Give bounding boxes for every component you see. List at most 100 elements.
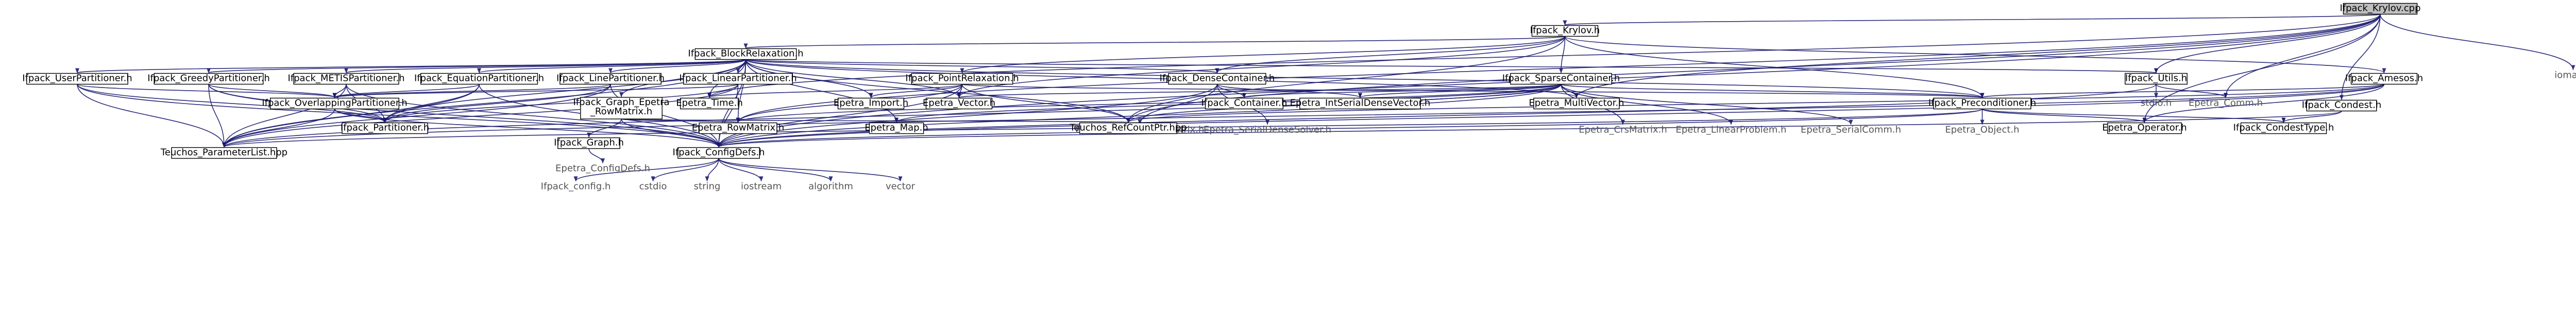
edge-overlap_part-to-ifpack_configdefs xyxy=(334,109,721,148)
edge-sparse_cont-to-ifpack_precond xyxy=(1561,83,1984,98)
edge-ifpack_precond-to-epetra_operator xyxy=(1981,108,2147,123)
edge-amesos-to-epetra_operator xyxy=(2142,84,2385,123)
node-overlap-part[interactable]: Ifpack_OverlappingPartitioner.h xyxy=(262,97,408,110)
node-algorithm[interactable]: algorithm xyxy=(808,181,853,193)
node-label: Epetra_Object.h xyxy=(1945,125,2019,135)
edges-layer xyxy=(75,13,2575,182)
node-root[interactable]: Ifpack_Krylov.cpp xyxy=(2340,3,2421,15)
edge-amesos-to-ifpack_precond xyxy=(1980,83,2385,98)
node-condest[interactable]: Ifpack_Condest.h xyxy=(2302,100,2381,112)
node-box xyxy=(925,97,993,110)
node-box xyxy=(1933,97,2031,110)
node-ifpack-configdefs[interactable]: Ifpack_ConfigDefs.h xyxy=(673,147,765,159)
edge-ifpack_configdefs-to-ifpack_config xyxy=(573,158,719,182)
node-epetra-configdefs[interactable]: Epetra_ConfigDefs.h xyxy=(555,163,650,175)
edge-krylov_h-to-point_relax xyxy=(960,36,1566,74)
node-box xyxy=(26,73,128,85)
node-epetra-comm[interactable]: Epetra_Comm.h xyxy=(2189,98,2263,109)
node-box xyxy=(557,137,620,149)
node-string[interactable]: string xyxy=(692,181,723,193)
node-epetra-operator[interactable]: Epetra_Operator.h xyxy=(2102,123,2187,134)
node-greedy-part[interactable]: Ifpack_GreedyPartitioner.h xyxy=(147,73,270,85)
edge-ifpack_configdefs-to-iostream xyxy=(718,158,764,182)
node-cstdio[interactable]: cstdio xyxy=(638,181,669,193)
node-box xyxy=(2107,122,2182,134)
node-block-relax[interactable]: Ifpack_BlockRelaxation.h xyxy=(688,48,804,60)
node-ifpack-partitioner[interactable]: Ifpack_Partitioner.h xyxy=(341,123,429,134)
edge-root-to-krylov_h xyxy=(1563,13,2381,26)
edge-equation_part-to-overlap_part xyxy=(332,83,480,98)
node-epetra-rowmatrix[interactable]: Epetra_RowMatrix.h xyxy=(692,123,785,134)
node-linear-part[interactable]: Ifpack_LinearPartitioner.h xyxy=(679,73,797,85)
node-dense-cont[interactable]: Ifpack_DenseContainer.h xyxy=(1160,73,1275,85)
node-label: Ifpack_PointRelaxation.h xyxy=(905,73,1019,84)
node-box xyxy=(270,97,400,110)
node-graph-epetra[interactable]: Ifpack_Graph_Epetra_RowMatrix.h xyxy=(573,97,670,119)
node-epetra-map[interactable]: Epetra_Map.h xyxy=(865,123,928,134)
node-condest-type[interactable]: Ifpack_CondestType.h xyxy=(2233,123,2334,134)
node-sparse-cont[interactable]: Ifpack_SparseContainer.h xyxy=(1502,73,1620,85)
edge-root-to-epetra_comm xyxy=(2224,14,2381,98)
node-label: algorithm xyxy=(808,181,853,192)
node-metis-part[interactable]: Ifpack_METISPartitioner.h xyxy=(287,73,405,85)
node-label: Ifpack_GreedyPartitioner.h xyxy=(147,73,270,84)
node-line-part[interactable]: Ifpack_LinePartitioner.h xyxy=(556,73,665,85)
node-box xyxy=(2125,73,2188,85)
node-epetra-multivector[interactable]: Epetra_MultiVector.h xyxy=(1529,98,1624,110)
node-label: Ifpack_METISPartitioner.h xyxy=(287,73,404,84)
node-label: Ifpack_SparseContainer.h xyxy=(1502,73,1620,84)
edge-ifpack_configdefs-to-string xyxy=(705,158,719,182)
node-box xyxy=(2343,3,2418,15)
node-teuchos-rcp[interactable]: Teuchos_RefCountPtr.hpp xyxy=(1069,123,1187,134)
node-epetra-crsmatrix[interactable]: Epetra_CrsMatrix.h xyxy=(1579,125,1667,136)
node-epetra-object[interactable]: Epetra_Object.h xyxy=(1945,125,2019,136)
edge-block_relax-to-user_part xyxy=(75,59,747,74)
node-box xyxy=(680,97,739,110)
node-iomanip[interactable]: iomanip xyxy=(2554,70,2576,81)
node-epetra-serialcomm[interactable]: Epetra_SerialComm.h xyxy=(1801,125,1901,136)
node-iostream[interactable]: iostream xyxy=(741,181,782,193)
edge-condest-to-condest_type xyxy=(2281,110,2342,123)
node-box xyxy=(171,147,277,159)
node-box xyxy=(1531,25,1599,37)
node-epetra-time[interactable]: Epetra_Time.h xyxy=(676,97,743,110)
node-box xyxy=(694,48,797,60)
node-vector[interactable]: vector xyxy=(885,181,916,193)
node-label: Ifpack_Graph_Epetra xyxy=(573,97,670,108)
node-label: Epetra_Import.h xyxy=(834,98,908,109)
node-label: iomanip xyxy=(2554,70,2576,81)
edge-krylov_h-to-amesos xyxy=(1564,36,2386,74)
node-epetra-linearproblem[interactable]: Epetra_LinearProblem.h xyxy=(1675,125,1786,136)
edge-block_relax-to-equation_part xyxy=(477,59,747,74)
edge-block_relax-to-dense_cont xyxy=(745,59,1219,74)
node-ifpack-precond[interactable]: Ifpack_Preconditioner.h xyxy=(1928,97,2036,110)
node-utils[interactable]: Ifpack_Utils.h xyxy=(2125,73,2188,85)
edge-sparse_cont-to-epetra_vector xyxy=(957,83,1562,98)
node-ifpack-graph[interactable]: Ifpack_Graph.h xyxy=(554,138,624,149)
node-label: Epetra_Time.h xyxy=(676,98,743,109)
node-epetra-serialdense-solver[interactable]: Epetra_SerialDenseSolver.h xyxy=(1204,125,1331,136)
node-box xyxy=(154,73,264,85)
edge-krylov_h-to-block_relax xyxy=(744,36,1566,49)
node-epetra-intserial[interactable]: Epetra_IntSerialDenseVector.h xyxy=(1290,98,1431,110)
node-point-relax[interactable]: Ifpack_PointRelaxation.h xyxy=(905,73,1019,85)
node-label: Epetra_SerialComm.h xyxy=(1801,125,1901,135)
node-equation-part[interactable]: Ifpack_EquationPartitioner.h xyxy=(414,73,544,85)
node-label: Epetra_IntSerialDenseVector.h xyxy=(1290,98,1431,109)
edge-user_part-to-teuchos_param xyxy=(77,84,226,148)
node-ifpack-config[interactable]: Ifpack_config.h xyxy=(541,181,611,193)
node-box xyxy=(560,73,662,85)
node-label: Epetra_SerialDenseSolver.h xyxy=(1204,125,1331,135)
node-box xyxy=(420,73,538,85)
node-amesos[interactable]: Ifpack_Amesos.h xyxy=(2345,73,2423,85)
node-user-part[interactable]: Ifpack_UserPartitioner.h xyxy=(22,73,132,85)
node-ifpack-container[interactable]: Ifpack_Container.h xyxy=(1201,98,1287,110)
edge-sparse_cont-to-teuchos_param xyxy=(222,83,1562,148)
node-epetra-vector[interactable]: Epetra_Vector.h xyxy=(923,97,995,110)
node-stdio[interactable]: stdio.h xyxy=(2139,98,2173,109)
node-epetra-import[interactable]: Epetra_Import.h xyxy=(834,98,908,110)
node-label: Ifpack_Graph.h xyxy=(554,138,624,148)
node-krylov-h[interactable]: Ifpack_Krylov.h xyxy=(1530,25,1600,37)
node-teuchos-param[interactable]: Teuchos_ParameterList.hpp xyxy=(160,147,287,159)
edge-block_relax-to-line_part xyxy=(608,59,747,74)
